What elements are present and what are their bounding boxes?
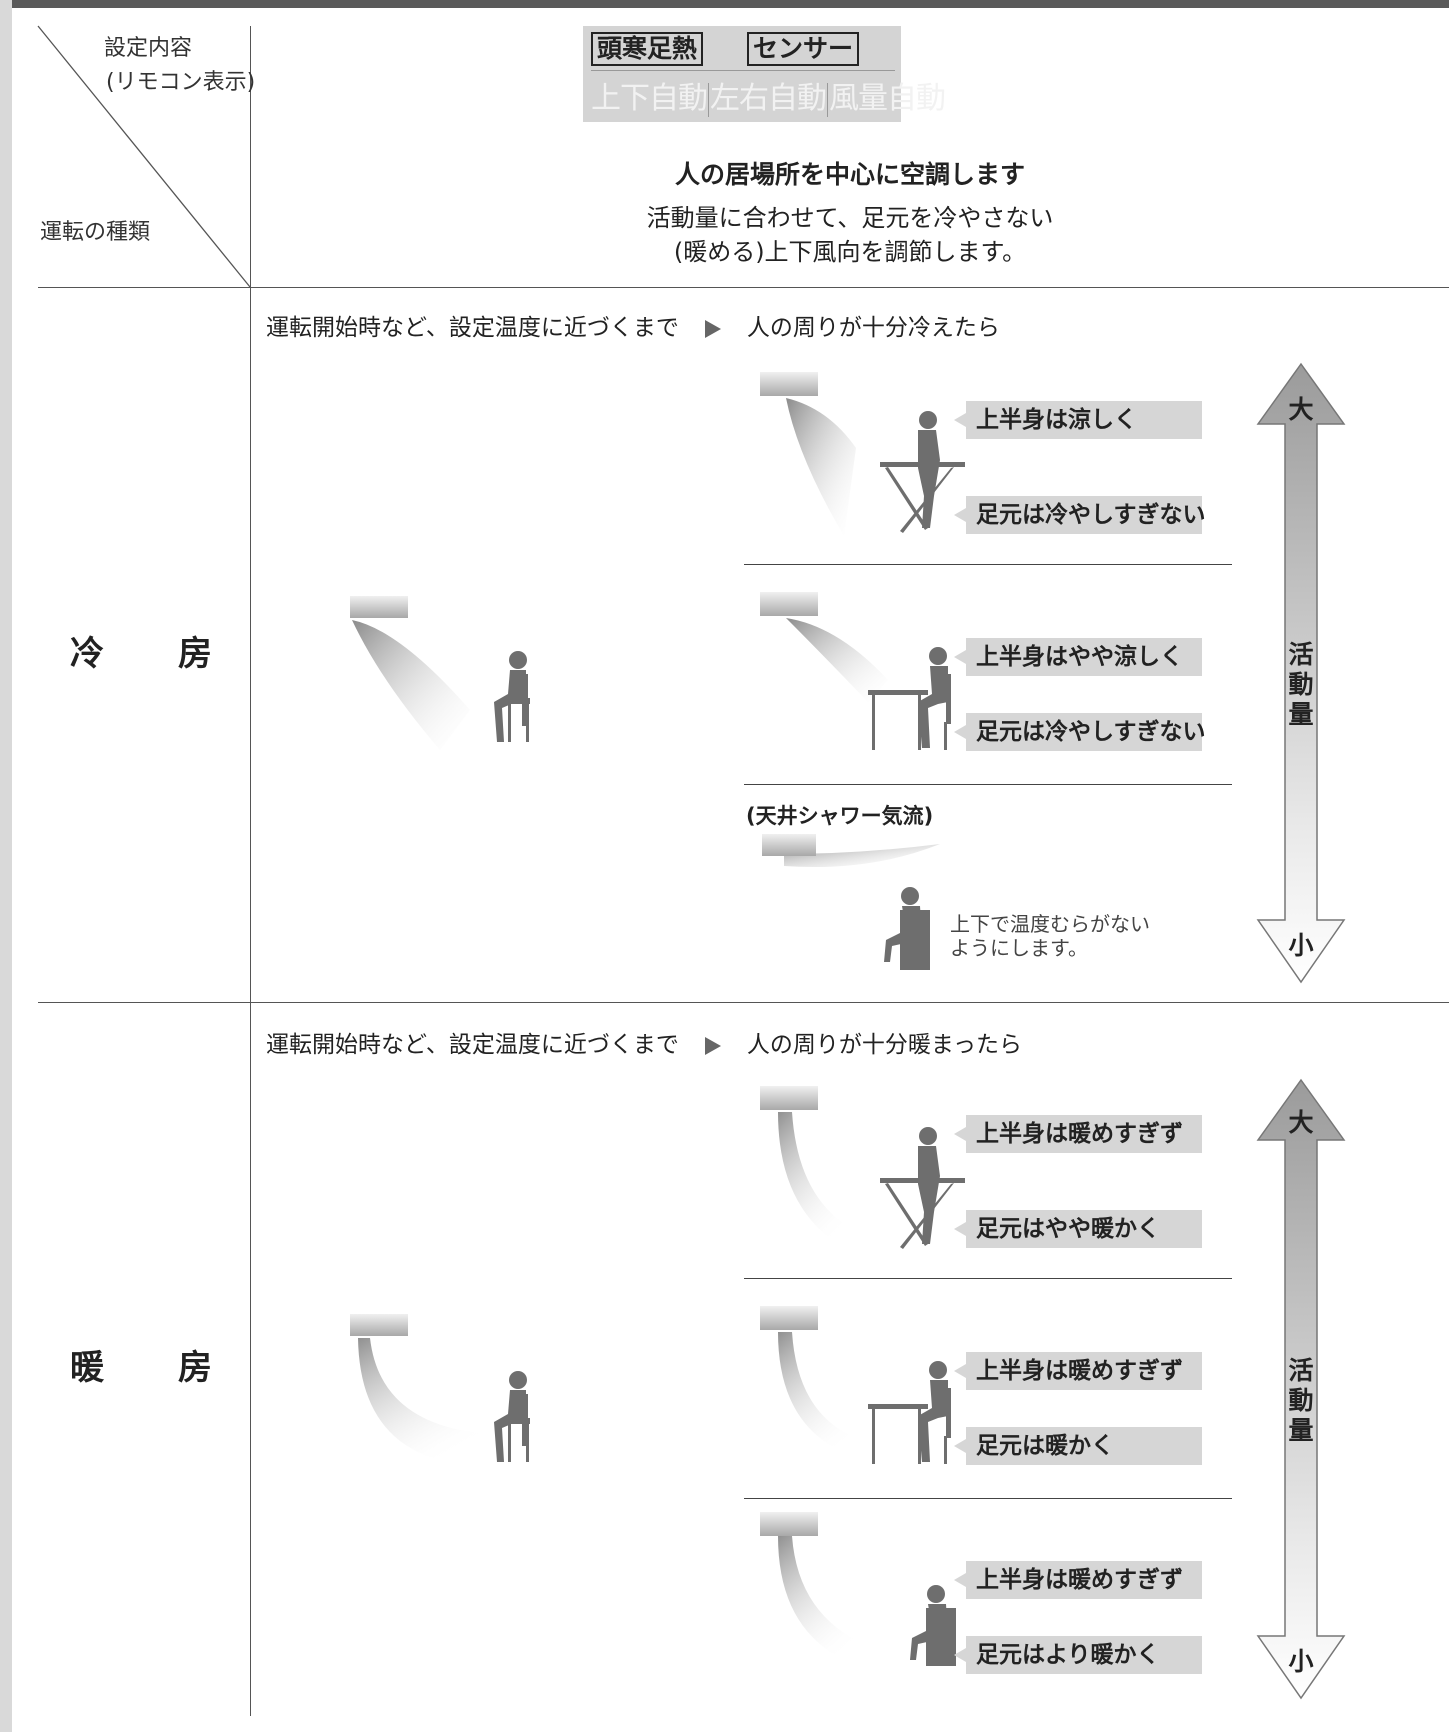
remote-display-sensor: センサー <box>747 32 860 66</box>
left-margin-bar <box>0 0 12 1732</box>
header-title: 人の居場所を中心に空調します <box>674 160 1025 189</box>
heating-scene3-lower-label: 足元はより暖かく <box>954 1636 1202 1674</box>
heating-scene1-illustration <box>760 1086 965 1250</box>
cooling-start-illustration <box>350 596 530 750</box>
cooling-phase-row: 運転開始時など、設定温度に近づくまで 人の周りが十分冷えたら <box>266 308 1000 342</box>
heating-scene1-lower-label: 足元はやや暖かく <box>954 1210 1202 1248</box>
heating-phase-row: 運転開始時など、設定温度に近づくまで 人の周りが十分暖まったら <box>266 1025 1022 1059</box>
remote-display-horizontal-auto: 左右自動 <box>710 81 827 116</box>
header-row-divider <box>38 287 1449 288</box>
header-description-line1: 活動量に合わせて、足元を冷やさない <box>646 204 1054 232</box>
cooling-scene3-note-line1: 上下で温度むらがない <box>950 912 1150 936</box>
remote-display-fan-auto: 風量自動 <box>829 81 946 116</box>
remote-display-vertical-auto: 上下自動 <box>591 81 708 116</box>
cooling-arrow-activity-label: 活 動 量 <box>1288 640 1314 729</box>
cooling-title: 冷 房 <box>70 634 214 674</box>
cooling-scene2-upper-label: 上半身はやや涼しく <box>954 638 1202 676</box>
cooling-scene2-lower-label: 足元は冷やしすぎない <box>954 713 1206 751</box>
cooling-scene3-note-line2: ようにします。 <box>950 936 1088 960</box>
heating-scene3-illustration <box>760 1512 956 1666</box>
cooling-scene1-upper-label: 上半身は涼しく <box>954 401 1202 439</box>
top-bar <box>0 0 1449 8</box>
heating-arrow-bottom-label: 小 <box>1288 1647 1314 1676</box>
cooling-scene1-lower-label: 足元は冷やしすぎない <box>954 496 1206 534</box>
header-diagonal <box>37 25 251 288</box>
cooling-arrow-top-label: 大 <box>1288 395 1314 424</box>
remote-display-mode: 頭寒足熱 <box>591 32 704 66</box>
heating-phase-after: 人の周りが十分暖まったら <box>746 1032 1022 1058</box>
heating-scene2-illustration <box>760 1306 951 1464</box>
cooling-activity-arrow <box>1256 362 1346 984</box>
cooling-scene3-illustration <box>762 834 940 970</box>
remote-label: (リモコン表示) <box>106 70 256 95</box>
cooling-row-divider <box>38 1002 1449 1003</box>
heating-phase-start: 運転開始時など、設定温度に近づくまで <box>266 1032 679 1058</box>
column-divider <box>250 26 251 1716</box>
heating-arrow-top-label: 大 <box>1288 1108 1314 1137</box>
cooling-arrow-bottom-label: 小 <box>1288 931 1314 960</box>
cooling-scene-divider <box>744 784 1232 785</box>
heating-scene-divider <box>744 1278 1232 1279</box>
remote-display: 頭寒足熱 センサー 上下自動左右自動風量自動 <box>583 26 946 122</box>
cooling-scene1-illustration <box>760 372 965 536</box>
heating-scene3-upper-label: 上半身は暖めすぎず <box>954 1561 1202 1599</box>
heating-scene1-upper-label: 上半身は暖めすぎず <box>954 1115 1202 1153</box>
cooling-phase-after: 人の周りが十分冷えたら <box>746 315 1000 341</box>
header-description-line2: (暖める)上下風向を調節します。 <box>673 238 1027 266</box>
heating-scene2-upper-label: 上半身は暖めすぎず <box>954 1352 1202 1390</box>
heating-scene2-lower-label: 足元は暖かく <box>954 1427 1202 1465</box>
setting-label: 設定内容 <box>104 36 193 61</box>
heating-title: 暖 房 <box>70 1348 214 1388</box>
phase-arrow-icon <box>704 1036 721 1055</box>
cooling-scene2-illustration <box>760 592 951 750</box>
heating-start-illustration <box>350 1314 530 1466</box>
cooling-scene3-heading: (天井シャワー気流) <box>746 804 934 828</box>
heating-arrow-activity-label: 活 動 量 <box>1288 1356 1314 1445</box>
cooling-phase-start: 運転開始時など、設定温度に近づくまで <box>266 315 679 341</box>
heating-scene-divider <box>744 1498 1232 1499</box>
cooling-scene-divider <box>744 564 1232 565</box>
heating-activity-arrow <box>1256 1078 1346 1700</box>
operation-type-label: 運転の種類 <box>40 220 151 245</box>
phase-arrow-icon <box>704 319 721 338</box>
